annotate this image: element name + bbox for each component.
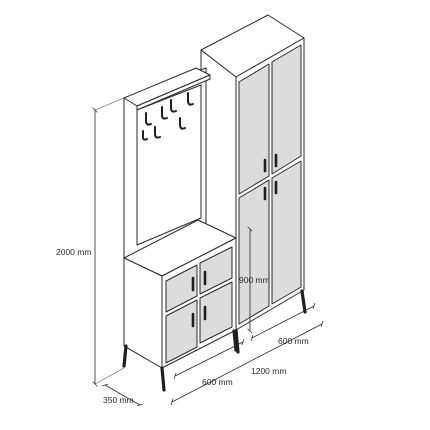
bench-height-label: 900 mm (239, 275, 270, 285)
left-width-dimension-line (175, 342, 243, 376)
hall-stand (123, 67, 237, 369)
hook-icon (142, 130, 148, 141)
height-label: 2000 mm (56, 247, 91, 257)
dimension-lines (95, 97, 322, 405)
hallstand-inner-frame (136, 84, 202, 246)
right-width-dimension-line (252, 306, 314, 338)
hook-icon (161, 106, 168, 120)
tall-wardrobe (200, 14, 305, 331)
hook-icon (170, 99, 177, 113)
leg-icon (232, 329, 238, 352)
wardrobe-upper-left-door (238, 63, 270, 195)
cabinet-door-top-left (165, 264, 198, 313)
wardrobe-lower-left-door (238, 179, 270, 325)
width-left-label: 600 mm (202, 377, 233, 387)
depth-dimension-line (105, 385, 140, 405)
hook-icon (154, 126, 161, 139)
cabinet-door-top-right (199, 246, 233, 295)
leg-icon (160, 366, 166, 392)
hook-icon (145, 112, 152, 126)
hat-shelf-edge (136, 74, 211, 111)
depth-label: 350 mm (103, 395, 134, 405)
leg-icon (122, 344, 128, 368)
coat-hooks (142, 92, 194, 141)
cabinet-side-face (123, 257, 163, 369)
width-right-label: 600 mm (278, 336, 309, 346)
wardrobe-upper-right-door (271, 44, 302, 175)
hook-icon (179, 117, 186, 130)
wardrobe-handles (263, 153, 278, 201)
width-total-label: 1200 mm (251, 366, 286, 376)
wardrobe-lower-right-door (271, 160, 302, 305)
leg-icon (300, 289, 307, 314)
hook-icon (187, 92, 194, 106)
